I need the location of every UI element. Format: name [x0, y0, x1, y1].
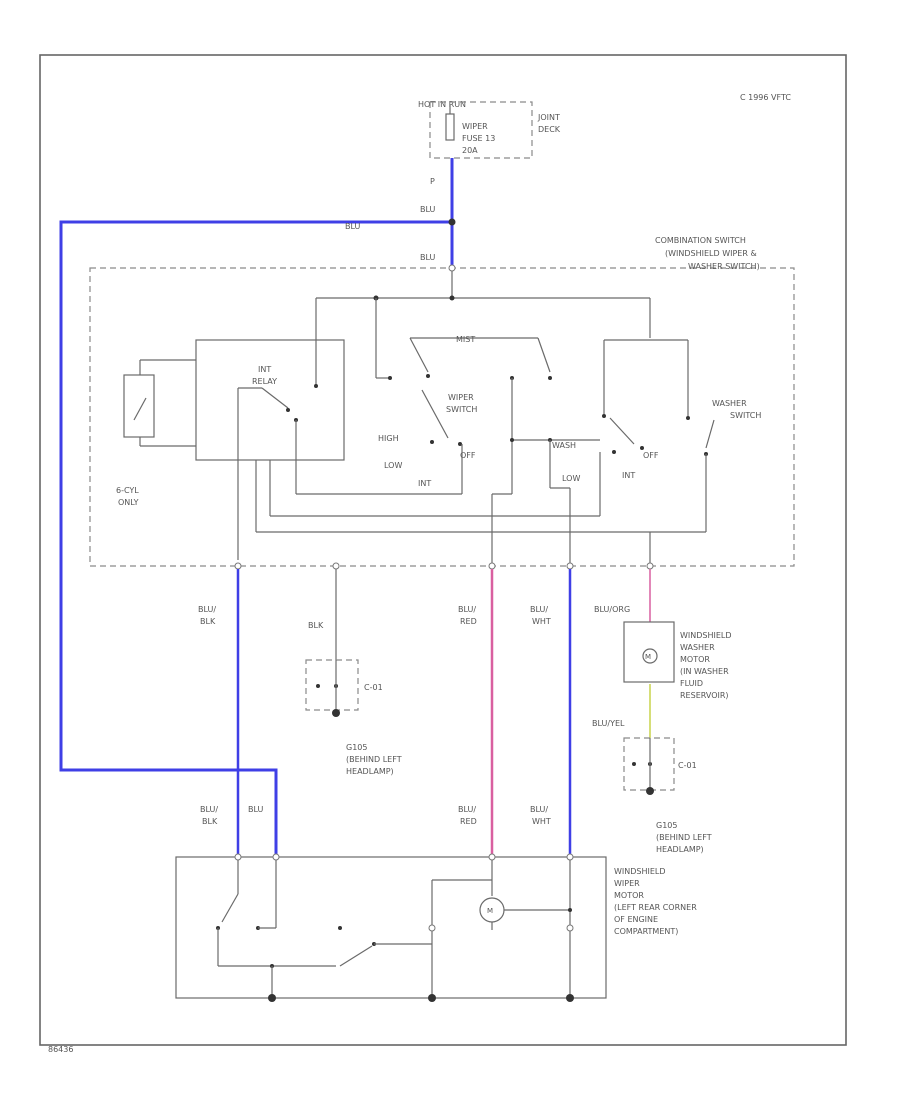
- fuse-name-line-2: FUSE 13: [462, 134, 495, 143]
- blu-red-label-1b: RED: [460, 617, 477, 626]
- fuse-symbol: [445, 113, 455, 141]
- fuse-name-line-3: 20A: [462, 146, 478, 155]
- ground-g105-2: C-01 G105 (BEHIND LEFT HEADLAMP): [623, 737, 712, 854]
- wiper-motor-label-2: WIPER: [614, 879, 640, 888]
- ground-point-icon: [646, 787, 654, 795]
- wiper-switch-label-2: SWITCH: [446, 405, 477, 414]
- mist-label: MIST: [456, 335, 475, 344]
- fuse-name-line-1: WIPER: [462, 122, 488, 131]
- blu-blk-label-1a: BLU/: [198, 605, 216, 614]
- combination-switch-box: [89, 267, 795, 567]
- washer-motor-label-5: FLUID: [680, 679, 703, 688]
- ground-connector-box-2: [623, 737, 675, 791]
- p-marker: P: [430, 177, 435, 186]
- ground-label-2a: G105: [656, 821, 677, 830]
- combination-switch-title-3: WASHER SWITCH): [688, 262, 760, 271]
- blu-wht-label-2a: BLU/: [530, 805, 548, 814]
- joint-deck-line-2: DECK: [538, 125, 561, 134]
- wiper-motor-label-4: (LEFT REAR CORNER: [614, 903, 697, 912]
- ground-label-1a: G105: [346, 743, 367, 752]
- blu-switch-in-label: BLU: [420, 253, 436, 262]
- combination-switch: COMBINATION SWITCH (WINDSHIELD WIPER & W…: [89, 236, 795, 570]
- ground-g105-1: C-01 G105 (BEHIND LEFT HEADLAMP): [305, 659, 402, 776]
- diagram-code: 86436: [48, 1045, 73, 1054]
- six-cyl-note-1: 6-CYL: [116, 486, 139, 495]
- hot-in-run-label: HOT IN RUN: [418, 100, 466, 109]
- joint-deck-line-1: JOINT: [537, 113, 560, 122]
- blu-yel-label: BLU/YEL: [592, 719, 625, 728]
- high-label: HIGH: [378, 434, 399, 443]
- svg-text:M: M: [487, 907, 493, 915]
- blu-wire-feed: P BLU BLU BLU: [59, 158, 456, 857]
- washer-motor-label-3: MOTOR: [680, 655, 710, 664]
- combination-switch-title-2: (WINDSHIELD WIPER &: [665, 249, 757, 258]
- blu-splice-label: BLU: [420, 205, 436, 214]
- low-label-1: LOW: [384, 461, 402, 470]
- blu-blk-label-2b: BLK: [202, 817, 218, 826]
- copyright-note: C 1996 VFTC: [740, 93, 791, 102]
- blu-left-run-label: BLU: [345, 222, 361, 231]
- ground-connector-box-1: [305, 659, 359, 711]
- blu-label-2: BLU: [248, 805, 264, 814]
- wiper-switch-label-1: WIPER: [448, 393, 474, 402]
- ground-point-icon: [332, 709, 340, 717]
- motor-symbol-icon: [642, 648, 658, 664]
- ground-connector-label-1: C-01: [364, 683, 383, 692]
- int-relay-box: [195, 339, 345, 461]
- washer-motor-box: [623, 621, 675, 683]
- wiper-motor-label-3: MOTOR: [614, 891, 644, 900]
- wash-label: WASH: [552, 441, 576, 450]
- six-cyl-note-2: ONLY: [118, 498, 139, 507]
- wiper-motor: M WINDSHIELD WIPER MOTOR (LEFT REAR CORN…: [175, 853, 697, 1002]
- blu-splice-dot: [448, 218, 456, 226]
- ground-label-2c: HEADLAMP): [656, 845, 704, 854]
- ground-connector-label-2: C-01: [678, 761, 697, 770]
- ground-label-1c: HEADLAMP): [346, 767, 394, 776]
- wiper-motor-label-1: WINDSHIELD: [614, 867, 666, 876]
- blk-label: BLK: [308, 621, 324, 630]
- ground-label-2b: (BEHIND LEFT: [656, 833, 712, 842]
- output-wires: BLU/ BLK BLK BLU/ RED BLU/ WHT BLU/ORG B…: [198, 569, 651, 857]
- int-relay-label-2: RELAY: [252, 377, 277, 386]
- combination-switch-title-1: COMBINATION SWITCH: [655, 236, 746, 245]
- wiper-motor-box: [175, 856, 607, 999]
- washer-motor: M WINDSHIELD WASHER MOTOR (IN WASHER FLU…: [623, 621, 732, 700]
- resistor-symbol: [123, 374, 155, 438]
- washer-motor-label-1: WINDSHIELD: [680, 631, 732, 640]
- ground-label-1b: (BEHIND LEFT: [346, 755, 402, 764]
- off-label-2: OFF: [643, 451, 659, 460]
- blu-wht-label-1a: BLU/: [530, 605, 548, 614]
- off-label-1: OFF: [460, 451, 476, 460]
- int-label-1: INT: [418, 479, 431, 488]
- joint-deck-box: [429, 101, 533, 159]
- washer-motor-label-2: WASHER: [680, 643, 715, 652]
- svg-text:M: M: [645, 653, 651, 661]
- washer-switch-label-2: SWITCH: [730, 411, 761, 420]
- blu-org-label: BLU/ORG: [594, 605, 630, 614]
- blu-blk-label-2a: BLU/: [200, 805, 218, 814]
- int-relay-label-1: INT: [258, 365, 271, 374]
- washer-motor-label-6: RESERVOIR): [680, 691, 729, 700]
- blu-red-label-2b: RED: [460, 817, 477, 826]
- blu-blk-label-1b: BLK: [200, 617, 216, 626]
- low-label-2: LOW: [562, 474, 580, 483]
- blu-wht-label-2b: WHT: [532, 817, 551, 826]
- wiper-motor-label-5: OF ENGINE: [614, 915, 658, 924]
- blu-red-label-2a: BLU/: [458, 805, 476, 814]
- int-label-2: INT: [622, 471, 635, 480]
- washer-switch-label-1: WASHER: [712, 399, 747, 408]
- fuse-block: HOT IN RUN WIPER FUSE 13 20A JOINT DECK: [418, 100, 561, 159]
- blu-wht-label-1b: WHT: [532, 617, 551, 626]
- washer-motor-label-4: (IN WASHER: [680, 667, 729, 676]
- blu-red-label-1a: BLU/: [458, 605, 476, 614]
- wiper-motor-label-6: COMPARTMENT): [614, 927, 678, 936]
- blu-wire-left-run: [59, 220, 452, 857]
- diagram-frame: [39, 54, 847, 1046]
